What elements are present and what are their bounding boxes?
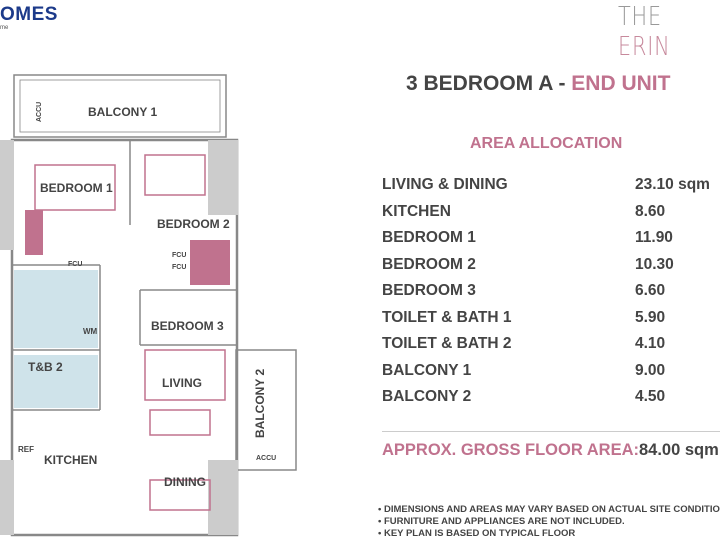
note: • FURNITURE AND APPLIANCES ARE NOT INCLU… (378, 516, 625, 527)
area-value: 9.00 (635, 361, 666, 379)
label-balcony-2: BALCONY 2 (253, 369, 267, 438)
label-accu-2: ACCU (256, 455, 276, 462)
balcony-1-outline (13, 74, 227, 138)
label-dining: DINING (164, 475, 206, 489)
area-value: 11.90 (635, 229, 673, 246)
area-label: BEDROOM 3 (382, 282, 476, 299)
title-accent: END UNIT (571, 72, 671, 95)
area-label: TOILET & BATH 1 (382, 308, 512, 326)
note: • DIMENSIONS AND AREAS MAY VARY BASED ON… (378, 504, 720, 515)
area-label: TOILET & BATH 2 (382, 335, 512, 352)
area-row: BEDROOM 3 6.60 (382, 282, 720, 306)
area-label: BEDROOM 2 (382, 255, 476, 273)
area-allocation-heading: AREA ALLOCATION (470, 135, 623, 152)
label-tb-2: T&B 2 (28, 360, 63, 374)
brand-tagline: me (0, 25, 9, 31)
label-wm: WM (83, 327, 98, 336)
area-row: LIVING & DINING 23.10 sqm (382, 176, 720, 200)
area-row: BEDROOM 2 10.30 (382, 256, 720, 280)
area-value: 23.10 sqm (635, 176, 710, 193)
area-label: BALCONY 1 (382, 361, 472, 379)
area-value: 4.10 (635, 335, 666, 352)
area-value: 6.60 (635, 282, 666, 299)
area-row: KITCHEN 8.60 (382, 203, 720, 227)
label-kitchen: KITCHEN (44, 453, 97, 467)
label-bedroom-1: BEDROOM 1 (40, 181, 113, 195)
brand-logo: OMES (0, 4, 58, 25)
area-row: BEDROOM 1 11.90 (382, 229, 720, 253)
gross-area-value: 84.00 sqm (639, 441, 719, 459)
project-prefix: THE (618, 2, 662, 32)
label-balcony-1: BALCONY 1 (88, 105, 157, 119)
area-value: 8.60 (635, 202, 666, 220)
label-fcu-2: FCU (172, 252, 186, 259)
gross-area-label: APPROX. GROSS FLOOR AREA: (382, 441, 639, 459)
area-value: 5.90 (635, 308, 666, 326)
area-row: TOILET & BATH 2 4.10 (382, 335, 720, 359)
project-accent: ERIN (618, 32, 671, 62)
label-fcu-1: FCU (68, 261, 82, 268)
area-label: BEDROOM 1 (382, 229, 476, 246)
note: • KEY PLAN IS BASED ON TYPICAL FLOOR (378, 528, 576, 539)
area-label: KITCHEN (382, 202, 451, 220)
project-logo: THE ERIN (618, 2, 700, 62)
area-value: 4.50 (635, 388, 666, 405)
divider (382, 431, 720, 432)
label-bedroom-3: BEDROOM 3 (151, 319, 224, 333)
floor-plan: BALCONY 1 BEDROOM 1 BEDROOM 2 BEDROOM 3 … (0, 74, 297, 537)
unit-title: 3 BEDROOM A - END UNIT (406, 72, 670, 96)
area-row: TOILET & BATH 1 5.90 (382, 309, 720, 333)
area-label: BALCONY 2 (382, 388, 472, 405)
title-main: 3 BEDROOM A - (406, 72, 572, 95)
label-living: LIVING (162, 376, 202, 390)
area-value: 10.30 (635, 255, 674, 273)
area-row: BALCONY 1 9.00 (382, 362, 720, 386)
area-row: BALCONY 2 4.50 (382, 388, 720, 412)
label-fcu-3: FCU (172, 264, 186, 271)
label-bedroom-2: BEDROOM 2 (157, 217, 230, 231)
label-ref: REF (18, 445, 34, 454)
area-label: LIVING & DINING (382, 176, 508, 193)
label-accu-1: ACCU (36, 102, 43, 122)
